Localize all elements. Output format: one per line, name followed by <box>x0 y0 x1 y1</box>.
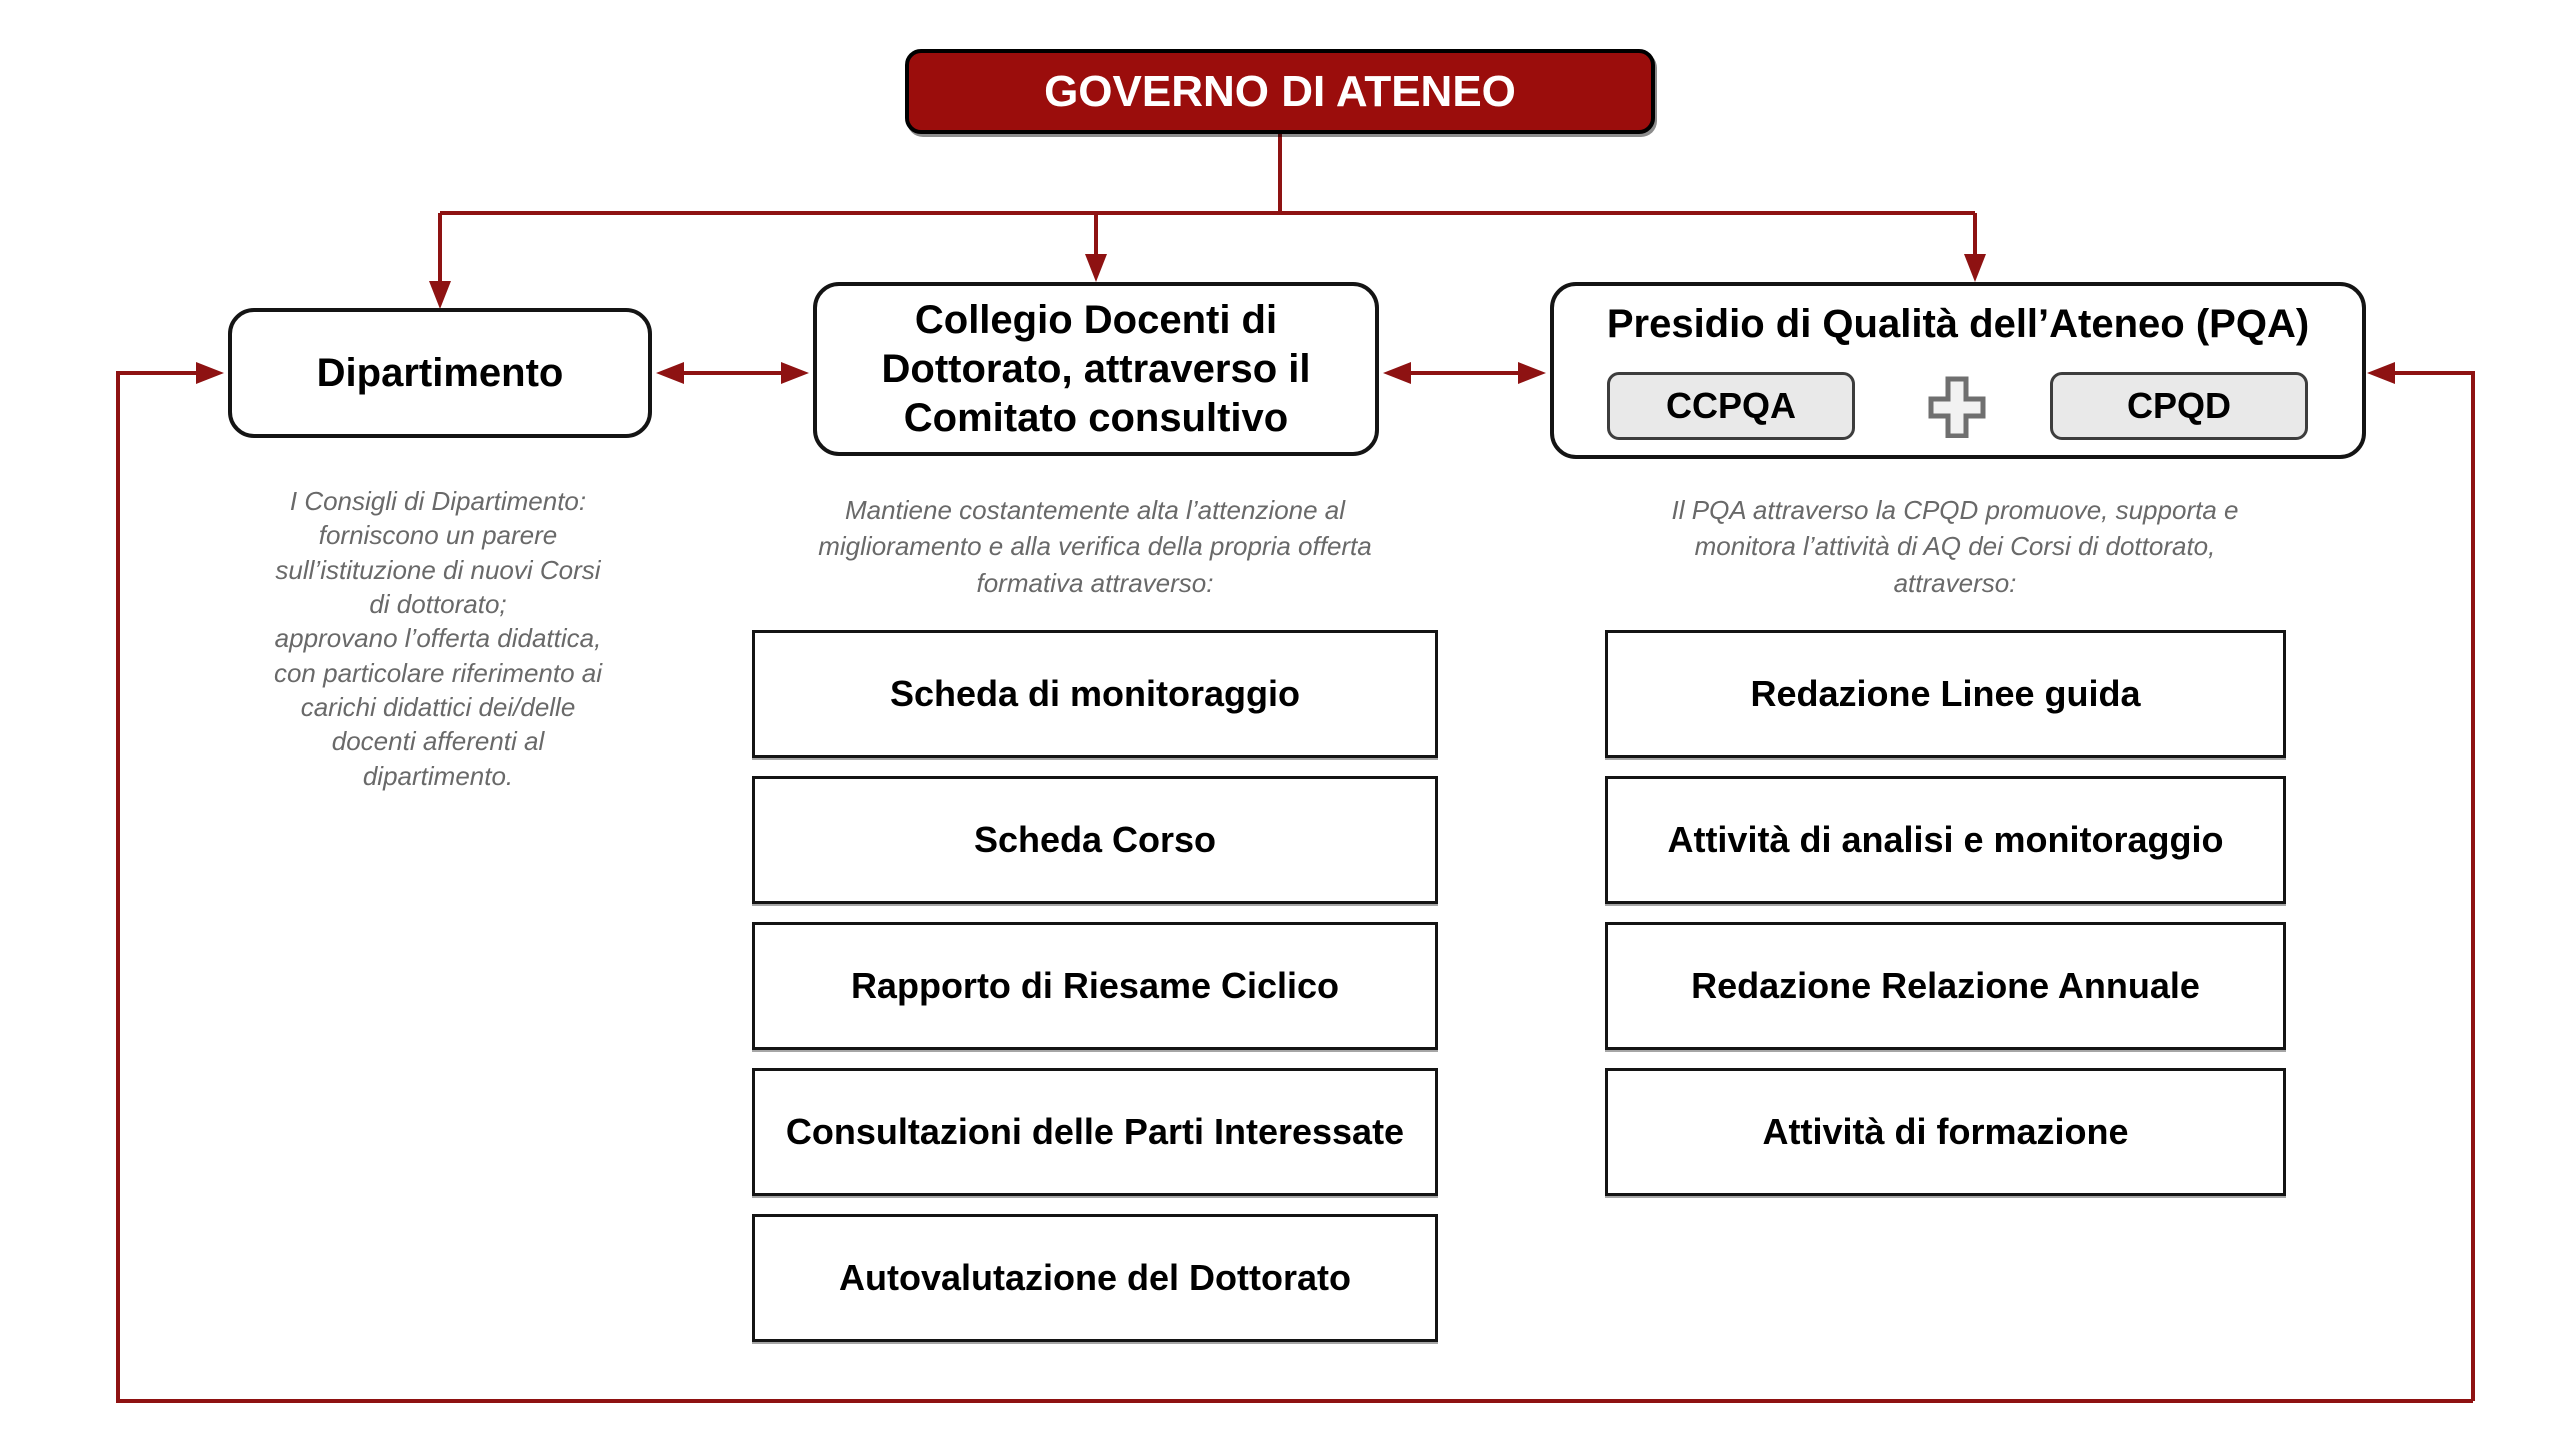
collegio-item-autovalutazione: Autovalutazione del Dottorato <box>752 1214 1438 1342</box>
ccpqa-label: CCPQA <box>1665 385 1796 426</box>
arrowhead-to-dipartimento-top <box>429 281 451 309</box>
dipartimento-box: Dipartimento <box>228 308 652 438</box>
collegio-item-scheda-corso: Scheda Corso <box>752 776 1438 904</box>
presidio-pqa-title: Presidio di Qualità dell’Ateneo (PQA) <box>1606 302 2310 346</box>
arrowhead-into-dipartimento-left <box>196 362 224 384</box>
arrowhead-to-collegio-top <box>1085 254 1107 282</box>
collegio-label-line2: Dottorato, attraverso il <box>881 346 1311 391</box>
collegio-item-scheda-di-monitoraggio: Scheda di monitoraggio <box>752 630 1438 758</box>
dipartimento-label: Dipartimento <box>316 350 564 395</box>
ccpqa-chip: CCPQA <box>1607 372 1855 440</box>
cpqd-chip: CPQD <box>2050 372 2308 440</box>
governo-di-ateneo-box: GOVERNO DI ATENEO <box>905 49 1655 134</box>
arrowhead-into-presidio-right <box>2367 362 2395 384</box>
collegio-item-rapporto-riesame: Rapporto di Riesame Ciclico <box>752 922 1438 1050</box>
plus-icon <box>1928 376 1986 439</box>
presidio-item-linee-guida: Redazione Linee guida <box>1605 630 2286 758</box>
presidio-pqa-box: Presidio di Qualità dell’Ateneo (PQA) CC… <box>1550 282 2366 459</box>
arrowhead-left-dipartimento <box>656 362 684 384</box>
arrowhead-left-collegio <box>1383 362 1411 384</box>
dipartimento-note: I Consigli di Dipartimento: forniscono u… <box>273 486 603 791</box>
arrowhead-to-presidio-top <box>1964 254 1986 282</box>
collegio-label-line1: Collegio Docenti di <box>914 297 1278 342</box>
collegio-note: Mantiene costantemente alta l’attenzione… <box>818 495 1372 598</box>
presidio-item-analisi-monitoraggio: Attività di analisi e monitoraggio <box>1605 776 2286 904</box>
collegio-docenti-box: Collegio Docenti di Dottorato, attravers… <box>813 282 1379 456</box>
collegio-label-line3: Comitato consultivo <box>903 395 1289 440</box>
presidio-note: Il PQA attraverso la CPQD promuove, supp… <box>1671 495 2239 598</box>
arrowhead-right-collegio <box>781 362 809 384</box>
arrowhead-right-presidio <box>1518 362 1546 384</box>
presidio-item-formazione: Attività di formazione <box>1605 1068 2286 1196</box>
governo-di-ateneo-label: GOVERNO DI ATENEO <box>1044 66 1516 116</box>
collegio-item-consultazioni: Consultazioni delle Parti Interessate <box>752 1068 1438 1196</box>
cpqd-label: CPQD <box>2126 385 2231 426</box>
presidio-item-relazione-annuale: Redazione Relazione Annuale <box>1605 922 2286 1050</box>
